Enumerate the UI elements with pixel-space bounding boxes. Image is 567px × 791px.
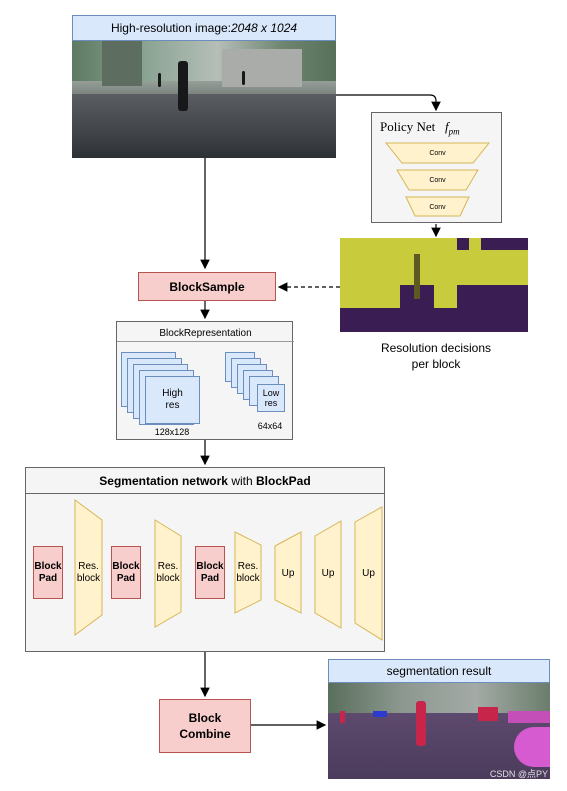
blockpad-2-line2: Pad bbox=[116, 572, 136, 584]
policy-net-title: Policy Net fpm bbox=[380, 119, 500, 137]
block-combine-box: Block Combine bbox=[159, 699, 251, 753]
up-2-label: Up bbox=[321, 567, 335, 579]
blockpad-1-line1: Block bbox=[34, 560, 62, 572]
policy-conv-3-label: Conv bbox=[429, 203, 446, 211]
policy-conv-1-label: Conv bbox=[429, 149, 446, 157]
blockpad-2-line1: Block bbox=[112, 560, 140, 572]
resblock-1-line1: Res. bbox=[78, 561, 99, 572]
blockpad-2: Block Pad bbox=[111, 546, 141, 599]
resblock-2-shape bbox=[154, 519, 182, 628]
up-3-shape bbox=[354, 506, 383, 641]
watermark: CSDN @点PY bbox=[489, 769, 548, 779]
resblock-1-shape bbox=[74, 499, 103, 636]
resolution-caption-line2: per block bbox=[411, 357, 461, 371]
block-combine-line2: Combine bbox=[179, 727, 231, 741]
policy-net-box: Policy Net fpm Conv Conv Conv bbox=[371, 112, 502, 223]
resblock-3-label: Res. block bbox=[235, 560, 261, 586]
input-image-title-prefix: High-resolution image: bbox=[110, 21, 231, 35]
high-res-size: 128x128 bbox=[154, 427, 190, 437]
blockpad-1: Block Pad bbox=[33, 546, 63, 599]
segmentation-result-title: segmentation result bbox=[328, 659, 550, 683]
policy-net-symbol-sub: pm bbox=[448, 126, 460, 137]
segnet-title-bold1: Segmentation network bbox=[99, 473, 228, 488]
segmentation-result-label: segmentation result bbox=[386, 664, 492, 678]
resblock-2-line1: Res. bbox=[157, 561, 179, 572]
blocksample-box: BlockSample bbox=[138, 272, 276, 301]
low-res-label-line1: Low bbox=[262, 388, 280, 398]
block-representation-title: BlockRepresentation bbox=[117, 326, 294, 342]
resolution-caption-line1: Resolution decisions bbox=[380, 341, 492, 355]
input-image-title-dims: 2048 x 1024 bbox=[231, 21, 298, 35]
resblock-1-line2: block bbox=[76, 573, 101, 584]
input-image-title: High-resolution image: 2048 x 1024 bbox=[72, 15, 336, 41]
up-3-label: Up bbox=[362, 567, 375, 579]
segmentation-network-title: Segmentation network with BlockPad bbox=[26, 468, 384, 494]
high-res-label-line1: High bbox=[162, 388, 183, 399]
segnet-title-mid: with bbox=[227, 473, 256, 488]
policy-net-symbol: f bbox=[445, 119, 449, 134]
resblock-3-line1: Res. bbox=[237, 561, 259, 572]
resblock-2-label: Res. block bbox=[155, 560, 181, 586]
resblock-2-line2: block bbox=[156, 573, 180, 584]
blockpad-3-line2: Pad bbox=[200, 572, 220, 584]
resblock-3-shape bbox=[234, 531, 262, 614]
arrow-image-to-policynet bbox=[335, 94, 441, 112]
blockpad-1-line2: Pad bbox=[38, 572, 58, 584]
resblock-1-label: Res. block bbox=[75, 560, 102, 586]
segmentation-result-image: CSDN @点PY bbox=[328, 683, 550, 779]
low-res-label-line2: res bbox=[264, 398, 278, 408]
resblock-3-line2: block bbox=[236, 573, 260, 584]
resolution-caption: Resolution decisions per block bbox=[360, 339, 512, 373]
blockpad-3: Block Pad bbox=[195, 546, 225, 599]
low-res-size: 64x64 bbox=[257, 421, 283, 431]
up-2-shape bbox=[314, 520, 342, 629]
blocksample-label: BlockSample bbox=[169, 279, 245, 294]
blockpad-3-line1: Block bbox=[196, 560, 224, 572]
up-1-label: Up bbox=[281, 567, 295, 579]
block-combine-line1: Block bbox=[188, 711, 222, 725]
policy-net-label: Policy Net bbox=[380, 119, 436, 134]
input-street-image bbox=[72, 41, 336, 158]
high-res-label-line2: res bbox=[165, 400, 180, 411]
policy-conv-2-label: Conv bbox=[429, 176, 446, 184]
policy-net-layers bbox=[384, 142, 491, 217]
resolution-decision-map bbox=[340, 238, 528, 332]
up-1-shape bbox=[274, 531, 302, 614]
segnet-title-bold2: BlockPad bbox=[256, 473, 311, 488]
